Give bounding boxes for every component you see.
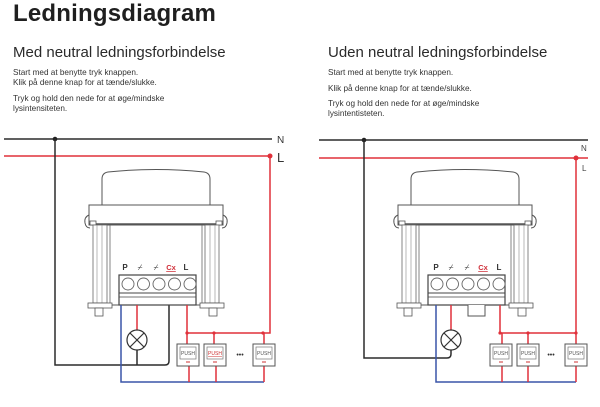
push-button-label: PUSH	[569, 351, 583, 357]
terminal-label-switch-1: ⌿	[449, 263, 454, 272]
instructions-without-neutral: Start med at benytte tryk knappen. Klik …	[328, 68, 528, 118]
terminal-label-l: L	[497, 263, 502, 272]
push-button-2[interactable]: PUSH	[516, 343, 540, 367]
push-button-label: PUSH	[494, 351, 508, 357]
more-buttons-ellipsis: •••	[236, 352, 244, 359]
terminal-label-switch-1: ⌿	[138, 263, 143, 272]
live-bus-wire	[499, 158, 577, 334]
instruction-line: Klik på denne knap for at tænde/slukke.	[13, 77, 157, 87]
neutral-wire	[54, 139, 137, 366]
page-title: Ledningsdiagram	[13, 0, 217, 27]
push-button-label: PUSH	[257, 351, 271, 357]
push-button-n[interactable]: PUSH	[564, 343, 588, 367]
terminal-label-switch-2: ⌿	[154, 263, 159, 272]
live-label: L	[277, 150, 284, 165]
lamp-icon	[126, 329, 148, 351]
terminal-label-p: P	[122, 263, 128, 272]
neutral-label: N	[277, 135, 284, 146]
live-label: L	[582, 164, 587, 173]
push-button-label: PUSH	[208, 351, 222, 357]
live-bus-wire	[186, 156, 271, 334]
bus-junction	[498, 331, 502, 335]
instruction-line: Klik på denne knap for at tænde/slukke.	[328, 83, 472, 93]
dimmer-module	[393, 168, 537, 317]
terminal-label-l: L	[184, 263, 189, 272]
device-neutral-wire	[137, 301, 170, 366]
push-button-label: PUSH	[521, 351, 535, 357]
terminal-label-p: P	[433, 263, 439, 272]
device-bottom-tab	[467, 305, 486, 317]
terminal-label-cx: Cx	[166, 263, 176, 272]
instruction-line: Start med at benytte tryk knappen.	[328, 68, 454, 77]
lamp-icon	[440, 329, 462, 351]
push-button-1[interactable]: PUSH	[176, 343, 200, 367]
more-buttons-ellipsis: •••	[547, 352, 555, 359]
diagram-heading-without-neutral: Uden neutral ledningsforbindelse	[328, 44, 548, 61]
diagram-with-neutral: N L P ⌿ ⌿ Cx L	[4, 135, 284, 383]
terminal-label-cx: Cx	[478, 263, 488, 272]
neutral-wire	[363, 140, 452, 359]
terminal-label-switch-2: ⌿	[465, 263, 470, 272]
instruction-line: Tryk og hold den nede for at øge/mindske…	[13, 94, 165, 113]
diagram-heading-with-neutral: Med neutral ledningsforbindelse	[13, 44, 226, 61]
push-button-label: PUSH	[181, 351, 195, 357]
push-button-n[interactable]: PUSH	[252, 343, 276, 367]
instruction-line: Tryk og hold den nede for at øge/mindske…	[328, 99, 480, 118]
push-button-2[interactable]: PUSH	[203, 343, 227, 367]
switch-wire	[435, 305, 576, 383]
diagram-without-neutral: N L P ⌿ ⌿ Cx L PUSH PUSH	[319, 137, 588, 383]
neutral-label: N	[581, 144, 587, 153]
instruction-line: Start med at benytte tryk knappen.	[13, 68, 139, 77]
push-button-1[interactable]: PUSH	[489, 343, 513, 367]
dimmer-module	[84, 168, 228, 317]
instructions-with-neutral: Start med at benytte tryk knappen. Klik …	[13, 68, 213, 113]
